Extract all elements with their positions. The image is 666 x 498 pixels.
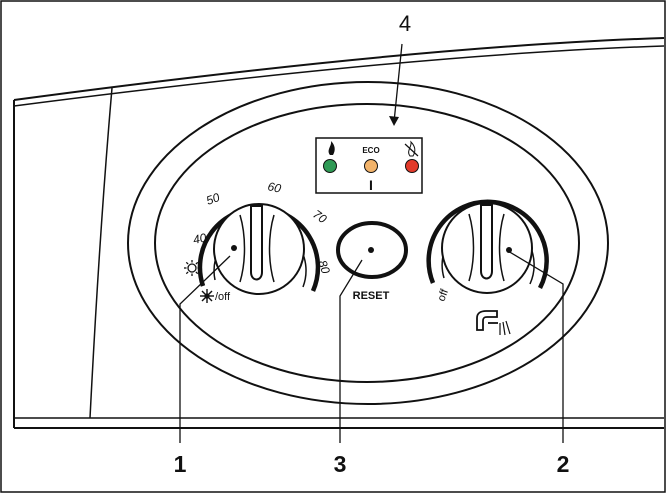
callout-number-3: 3 (334, 451, 347, 477)
callout-lines (179, 43, 564, 443)
radiator-sun-icon (184, 260, 200, 276)
dhw-knob-grip (480, 204, 493, 280)
eco-label: ECO (362, 146, 379, 155)
boiler-housing (13, 37, 665, 429)
callout-number-2: 2 (557, 451, 570, 477)
crossed-flame-icon (404, 140, 419, 157)
heating-mark-80: 80 (315, 258, 333, 276)
heating-temperature-dial[interactable]: 40 50 60 70 80 /off (184, 179, 333, 303)
red-led (405, 159, 419, 173)
heating-knob-grip (250, 205, 263, 281)
tap-icon (476, 310, 511, 336)
heating-off-label: /off (215, 291, 231, 303)
dhw-temperature-dial[interactable]: off (426, 199, 549, 336)
heating-mark-70: 70 (310, 207, 329, 226)
dhw-off-label: off (436, 287, 452, 303)
heating-mark-40: 40 (192, 230, 208, 247)
flame-icon (328, 141, 335, 155)
dhw-scale-arc (426, 199, 549, 290)
callout-number-1: 1 (174, 451, 187, 477)
green-led (323, 159, 337, 173)
panel-outer-oval (127, 81, 609, 405)
reset-label: RESET (353, 290, 390, 302)
callout-line-1 (179, 255, 231, 443)
sun-icon (200, 289, 214, 303)
callout-line-4 (393, 43, 403, 123)
reset-button-center (368, 247, 374, 253)
callout-line-3 (339, 259, 363, 443)
reset-button[interactable]: RESET (336, 221, 408, 302)
led-display: ECO I (315, 137, 423, 194)
callout-line-2 (507, 250, 564, 443)
callout-arrowhead-4 (389, 116, 399, 126)
heating-mark-60: 60 (266, 179, 282, 196)
amber-led (364, 159, 378, 173)
panel-inner-oval (154, 103, 580, 383)
heating-mark-50: 50 (204, 190, 222, 208)
indicator-bar: I (369, 177, 373, 193)
dhw-knob-indicator (506, 247, 512, 253)
heating-knob-indicator (231, 245, 237, 251)
callout-number-4: 4 (399, 11, 411, 36)
